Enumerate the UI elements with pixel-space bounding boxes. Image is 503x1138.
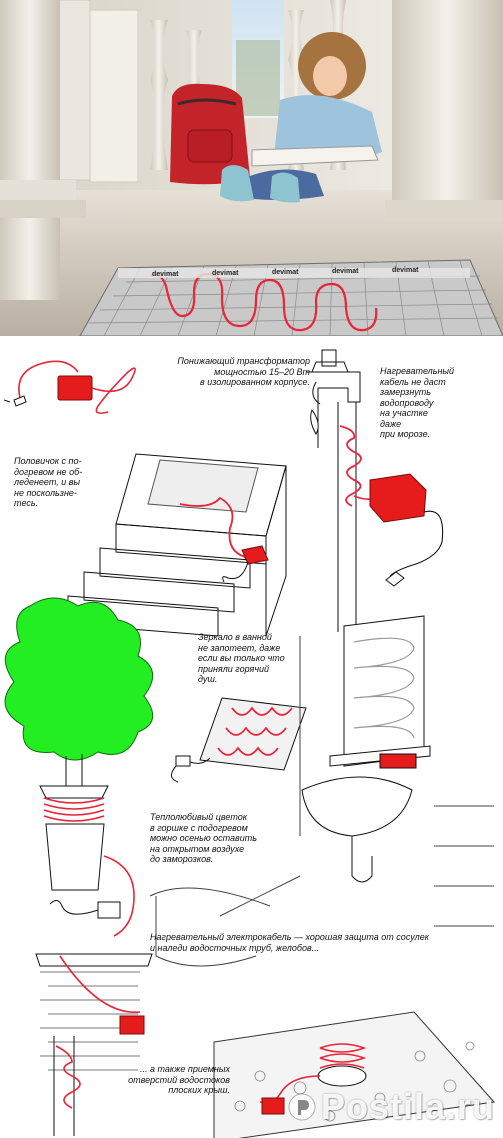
mat-brand-strip: devimat devimat devimat devimat devimat	[152, 267, 419, 278]
postila-logo-icon	[288, 1093, 316, 1121]
mirror-caption: Зеркало в ванной не запотеет, даже если …	[198, 632, 285, 684]
hero-photo: devimat devimat devimat devimat devimat	[0, 0, 503, 336]
roof-caption: ... а также приемных отверстий водостоко…	[128, 1064, 230, 1095]
transformer-caption: Понижающий трансформатор мощностью 15–20…	[177, 356, 310, 387]
watermark-text: Postila.ru	[320, 1086, 495, 1127]
stairs-illustration	[67, 453, 287, 637]
pipe-illustration	[306, 349, 444, 632]
roof-drain-illustration	[213, 1011, 495, 1138]
plant-illustration	[4, 597, 154, 937]
gutter-caption: Нагревательный электрокабель — хорошая з…	[150, 932, 429, 953]
postila-watermark: Postila.ru	[287, 1086, 495, 1128]
gutter-illustration	[35, 953, 153, 1136]
mat-brand-label: devimat	[152, 271, 179, 278]
pipe-caption: Нагревательный кабель не даст замерзнуть…	[380, 366, 455, 439]
bathroom-illustration	[149, 615, 494, 967]
mat-brand-label: devimat	[212, 270, 239, 277]
mat-caption: Половичок с по- догревом не об- леденеет…	[14, 456, 83, 508]
illustrations	[3, 349, 495, 1138]
mat-brand-label: devimat	[332, 268, 359, 275]
plant-caption: Теплолюбивый цветок в горшке с подогрево…	[150, 812, 257, 864]
mat-brand-label: devimat	[272, 269, 299, 276]
floor-mat-illustration	[171, 697, 307, 783]
illustration-sheet: Понижающий трансформатор мощностью 15–20…	[0, 336, 503, 1138]
transformer-illustration	[3, 360, 136, 414]
mat-brand-label: devimat	[392, 267, 419, 274]
hero-photo-scene: devimat devimat devimat devimat devimat	[0, 0, 503, 336]
